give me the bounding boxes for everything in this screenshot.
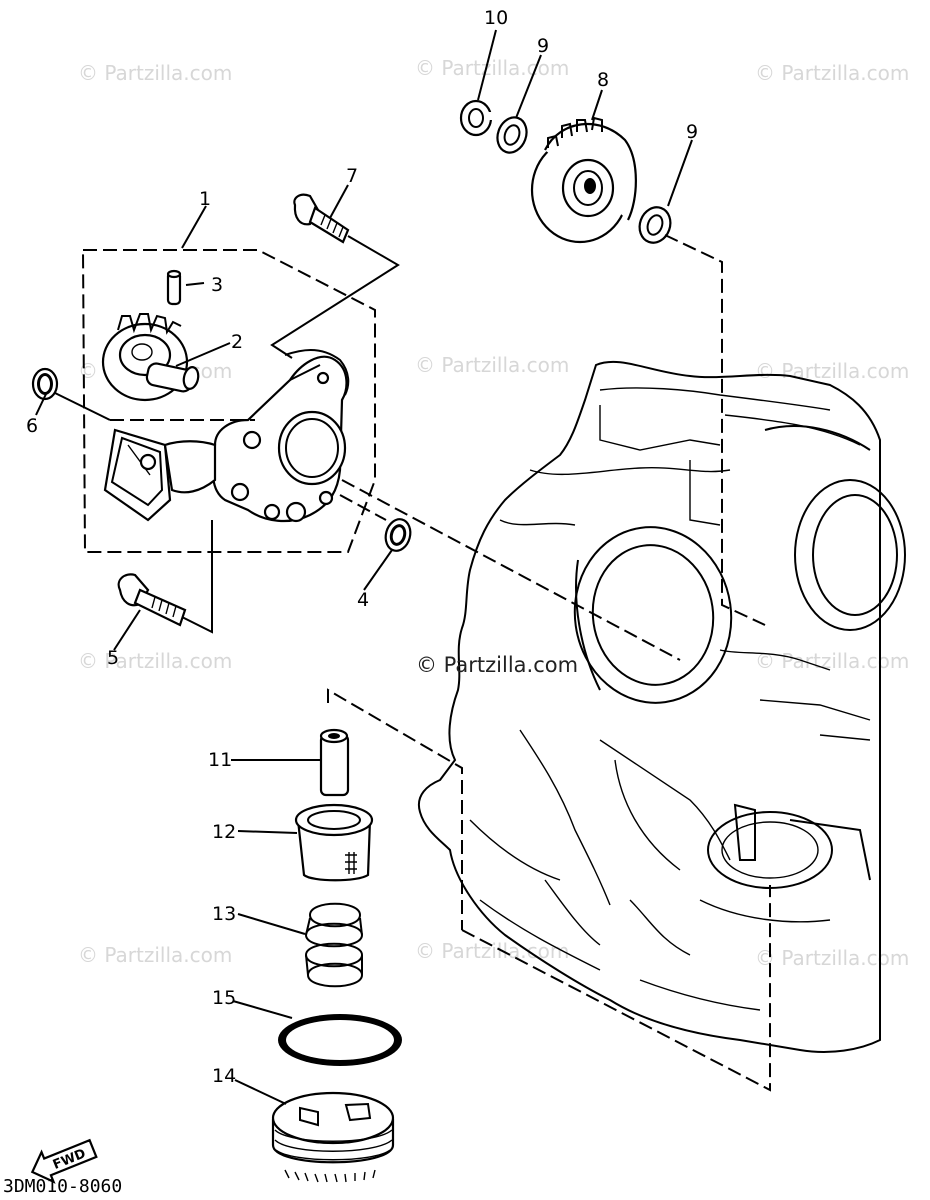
assembly-lines: [54, 234, 771, 1092]
part-14-drain-plug: [271, 1091, 395, 1183]
part-2-gear-shaft: [101, 313, 200, 402]
callout-1: 1: [199, 188, 211, 210]
watermark: © Partzilla.com: [415, 939, 569, 963]
watermark: © Partzilla.com: [415, 56, 569, 80]
callout-9-right: 9: [686, 121, 698, 143]
callout-15: 15: [212, 987, 236, 1009]
part-13-spring: [305, 902, 364, 988]
callout-2: 2: [231, 331, 243, 353]
watermark: © Partzilla.com: [78, 943, 232, 967]
watermark: © Partzilla.com: [755, 946, 909, 970]
watermark-layer: © Partzilla.com © Partzilla.com © Partzi…: [78, 56, 909, 970]
part-3-pin: [166, 269, 182, 306]
watermark: © Partzilla.com: [415, 353, 569, 377]
part-9-washer-right: [638, 206, 672, 244]
part-11-pipe: [319, 728, 350, 797]
watermark: © Partzilla.com: [755, 61, 909, 85]
callout-4: 4: [357, 589, 369, 611]
callout-9-upper: 9: [537, 35, 549, 57]
watermark-center: © Partzilla.com: [416, 653, 578, 677]
callout-leaders: [35, 29, 693, 1105]
callout-3: 3: [211, 274, 223, 296]
diagram-code: 3DM010-8060: [3, 1176, 122, 1197]
part-12-strainer: [294, 803, 374, 882]
callout-6: 6: [26, 415, 38, 437]
callout-5: 5: [107, 647, 119, 669]
callout-7: 7: [346, 165, 358, 187]
callout-12: 12: [212, 821, 236, 843]
callout-11: 11: [208, 749, 232, 771]
callout-14: 14: [212, 1065, 236, 1087]
part-9-washer-upper: [496, 116, 528, 154]
callout-8: 8: [597, 69, 609, 91]
watermark: © Partzilla.com: [755, 649, 909, 673]
part-4-o-ring: [384, 518, 412, 552]
part-5-bolt: [117, 573, 187, 627]
part-15-o-ring: [278, 1014, 402, 1066]
callout-labels: 1 2 3 4 5 6 7 8 9 9 10 11 12 13 15 14: [26, 7, 698, 1087]
crankcase: [417, 360, 906, 1053]
oil-pump-body: [103, 349, 350, 523]
part-10-circlip: [459, 99, 494, 137]
watermark: © Partzilla.com: [78, 61, 232, 85]
part-7-bolt: [293, 193, 350, 244]
part-8-idler-gear: [530, 116, 637, 244]
watermark: © Partzilla.com: [78, 649, 232, 673]
watermark: © Partzilla.com: [755, 359, 909, 383]
part-6-o-ring: [31, 367, 59, 401]
callout-13: 13: [212, 903, 236, 925]
callout-10: 10: [484, 7, 508, 29]
